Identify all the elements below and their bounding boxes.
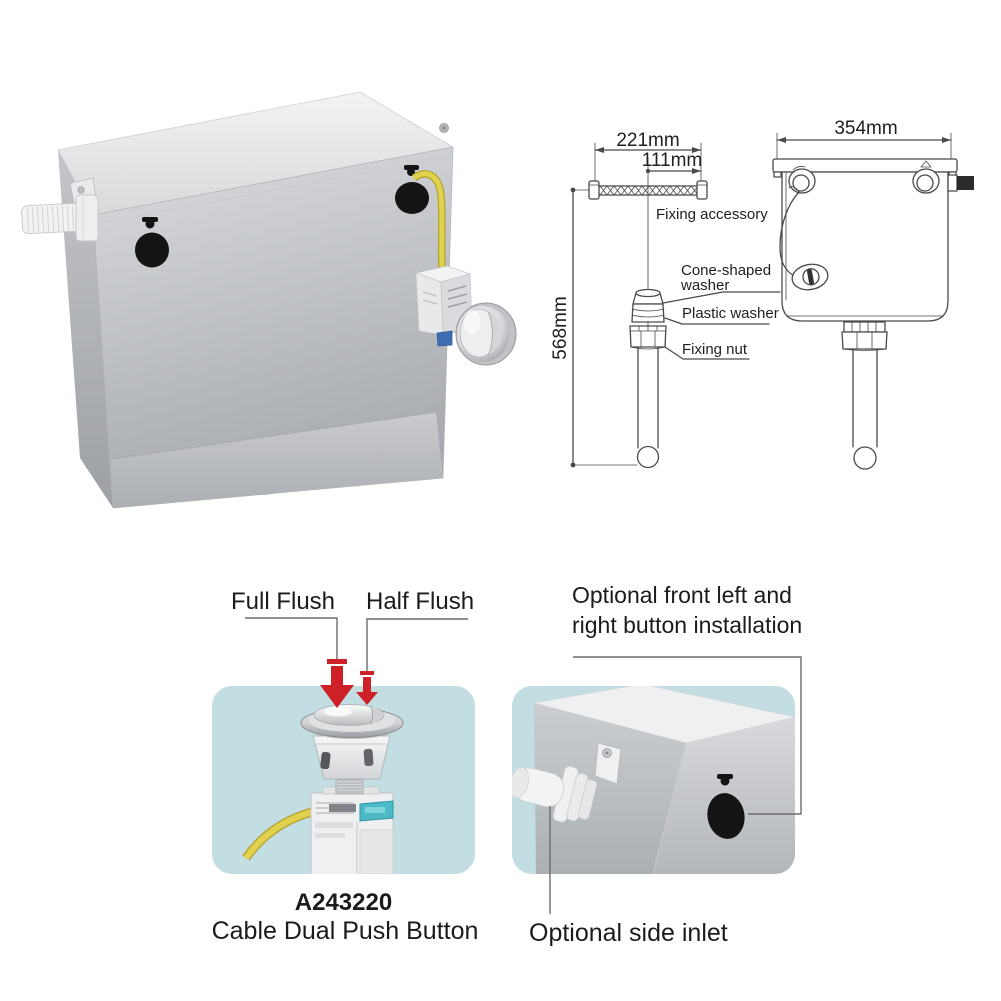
dim-111mm: 111mm <box>642 150 703 171</box>
leader-cone-washer <box>662 291 781 304</box>
button-installation-note-line1: Optional front left and <box>572 582 792 608</box>
front-button-hole-left <box>135 232 169 268</box>
keyhole-mark-right <box>404 165 419 170</box>
push-button-photo <box>455 302 517 366</box>
threaded-rod <box>335 776 364 795</box>
leader-half-flush <box>366 618 468 674</box>
side-inlet-pipe <box>21 177 99 242</box>
side-inlet-caption: Optional side inlet <box>529 919 728 947</box>
label-cone-washer-1: Cone-shaped <box>681 262 771 279</box>
full-flush-arrow <box>320 659 354 708</box>
label-plastic-washer: Plastic washer <box>682 305 779 322</box>
front-button-hole-right <box>395 182 429 214</box>
half-flush-arrow <box>356 671 378 705</box>
cistern-base <box>111 412 443 508</box>
button-installation-note-line2: right button installation <box>572 612 803 638</box>
dim-354mm: 354mm <box>834 118 897 139</box>
outlet-drawing <box>841 321 888 470</box>
cistern-corner-illustration <box>512 686 795 874</box>
height-dimension <box>570 187 638 468</box>
full-flush-label: Full Flush <box>231 588 336 615</box>
dim-221mm: 221mm <box>616 130 679 151</box>
corner-screw-clip <box>594 742 622 785</box>
cistern-left-face <box>58 150 113 508</box>
label-fixing-accessory: Fixing accessory <box>656 206 768 223</box>
corner-inlet-pipe <box>512 765 598 823</box>
button-installation-note: Optional front left and right button ins… <box>572 580 802 640</box>
dim-568mm: 568mm <box>550 296 571 359</box>
product-caption: Cable Dual Push Button <box>211 917 479 945</box>
cable-box-blue-part <box>436 330 453 347</box>
flush-pipe-drawing <box>629 288 667 469</box>
corner-left-face <box>534 703 686 874</box>
cistern-photo <box>21 91 517 509</box>
leader-full-flush <box>245 617 338 660</box>
label-fixing-nut: Fixing nut <box>682 341 748 358</box>
leader-plastic-washer <box>664 317 770 325</box>
cable-yellow <box>243 809 313 860</box>
push-button-illustration <box>242 704 404 874</box>
half-flush-label: Half Flush <box>366 588 475 615</box>
leader-button-installation <box>573 656 802 815</box>
label-cone-washer-2: washer <box>680 277 729 294</box>
cable-connector-drawing <box>957 176 974 190</box>
leader-fixing-nut <box>664 346 750 360</box>
cable-drawing <box>779 191 800 277</box>
technical-drawing: 221mm 111mm 568mm 354mm Fixing accessory… <box>550 118 974 470</box>
cable-box <box>414 265 473 347</box>
side-inlet-drawing <box>791 263 829 291</box>
corner-button-hole <box>707 793 745 839</box>
cistern-front-view-drawing <box>772 132 974 470</box>
model-code: A243220 <box>294 889 393 916</box>
